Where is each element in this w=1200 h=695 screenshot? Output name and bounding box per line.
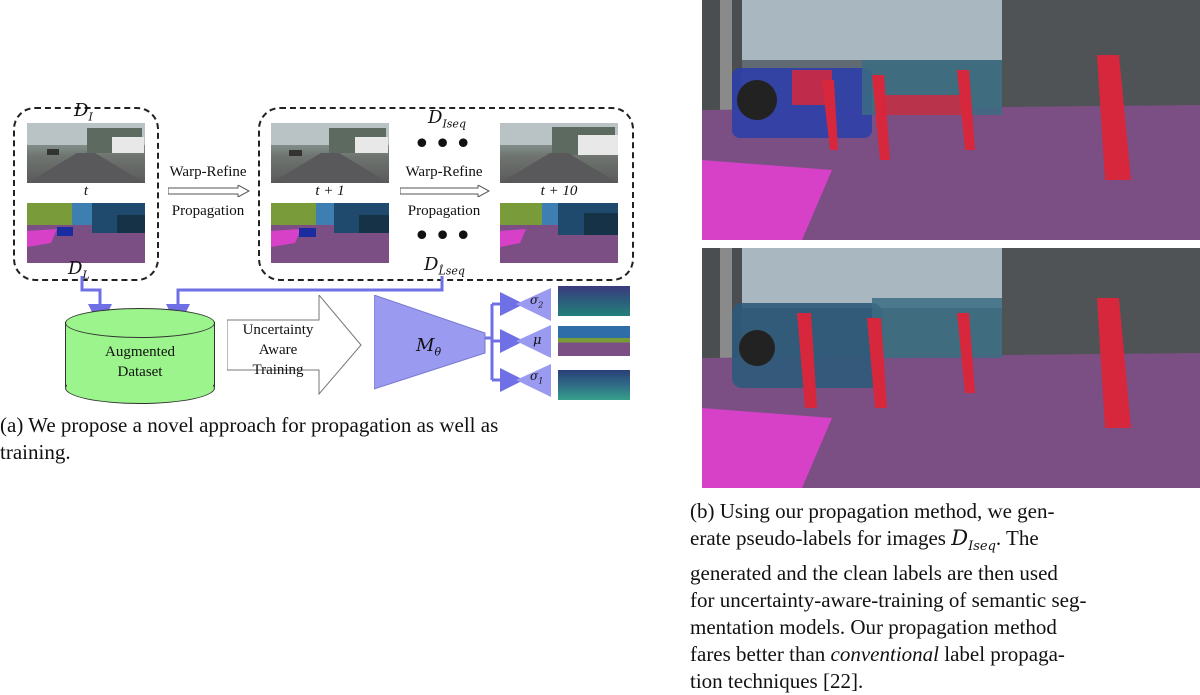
caption-b-line1: (b) Using our propagation method, we gen…: [690, 499, 1055, 523]
warp-refine-label-2: Warp-Refine: [405, 164, 483, 180]
scene-bottom-art: [702, 248, 1200, 488]
caption-a-line1: (a) We propose a novel approach for prop…: [0, 413, 499, 437]
t-plus-10-label: t + 10: [540, 183, 578, 199]
dataset-label: Dataset: [117, 364, 163, 380]
frame-t10-photo-art: [500, 123, 618, 183]
d-l-label: DL: [68, 258, 90, 282]
output-mu-map: [558, 326, 630, 356]
d-i-label: DI: [74, 100, 93, 124]
frame-seq-box: [258, 107, 634, 281]
frame-t1-photo-art: [271, 123, 389, 183]
image-frame-t: [27, 123, 145, 183]
frame-t-label-art: [27, 203, 145, 263]
warp-refine-label-1: Warp-Refine: [169, 164, 247, 180]
hollow-arrow-2: [400, 185, 490, 197]
caption-b-line2: erate pseudo-labels for images DIseq. Th…: [690, 526, 1039, 555]
head-sigma1-label: σ1: [530, 369, 544, 386]
t-plus-1-label: t + 1: [315, 183, 345, 199]
caption-b-line5: mentation models. Our propagation method: [690, 615, 1057, 640]
caption-b-inline-math: DIseq: [951, 526, 996, 555]
head-mu-shape: [516, 325, 551, 358]
caption-b-line7: tion techniques [22].: [690, 669, 864, 694]
frame-t1-label-art: [271, 203, 389, 263]
label-frame-t: [27, 203, 145, 263]
scene-pseudo-label-bottom: [702, 248, 1200, 488]
connector-arrows: [80, 276, 524, 392]
propagation-label-2: Propagation: [407, 203, 481, 219]
caption-a-line2: training.: [0, 440, 71, 464]
caption-b: (b) Using our propagation method, we gen…: [690, 498, 1200, 695]
cylinder-bottom-cover: [67, 360, 213, 387]
label-frame-t1: [271, 203, 389, 263]
output-sigma1-map: [558, 370, 630, 400]
model-trapezoid: [374, 295, 486, 390]
model-label: Mθ: [416, 335, 442, 359]
caption-b-line6: fares better than conventional label pro…: [690, 642, 1065, 667]
head-sigma1-shape: [516, 364, 551, 397]
image-frame-t1: [271, 123, 389, 183]
hollow-arrow-1: [168, 185, 250, 197]
uncertainty-training-arrow: [227, 295, 362, 395]
head-mu-label: μ: [533, 333, 542, 348]
label-frame-t10: [500, 203, 618, 263]
frame-t10-label-art: [500, 203, 618, 263]
caption-b-line3: generated and the clean labels are then …: [690, 561, 1058, 586]
propagation-label-1: Propagation: [171, 203, 245, 219]
image-frame-t10: [500, 123, 618, 183]
scene-top-art: [702, 0, 1200, 240]
head-sigma2-label: σ2: [530, 293, 544, 310]
frame-t-box: [13, 107, 159, 281]
scene-pseudo-label-top: [702, 0, 1200, 240]
frame-t-photo-art: [27, 123, 145, 183]
augmented-label: Augmented: [105, 344, 175, 360]
t-label: t: [83, 183, 89, 199]
cylinder-top: [65, 308, 215, 338]
d-iseq-label: DIseq: [428, 107, 466, 131]
uncertainty-label: Uncertainty: [242, 322, 314, 338]
output-sigma2-map: [558, 286, 630, 316]
caption-b-line4: for uncertainty-aware-training of semant…: [690, 588, 1087, 613]
head-sigma2-shape: [516, 288, 551, 321]
training-label: Training: [252, 362, 304, 378]
aware-label: Aware: [258, 342, 298, 358]
d-lseq-label: DL̂seq: [424, 254, 465, 278]
